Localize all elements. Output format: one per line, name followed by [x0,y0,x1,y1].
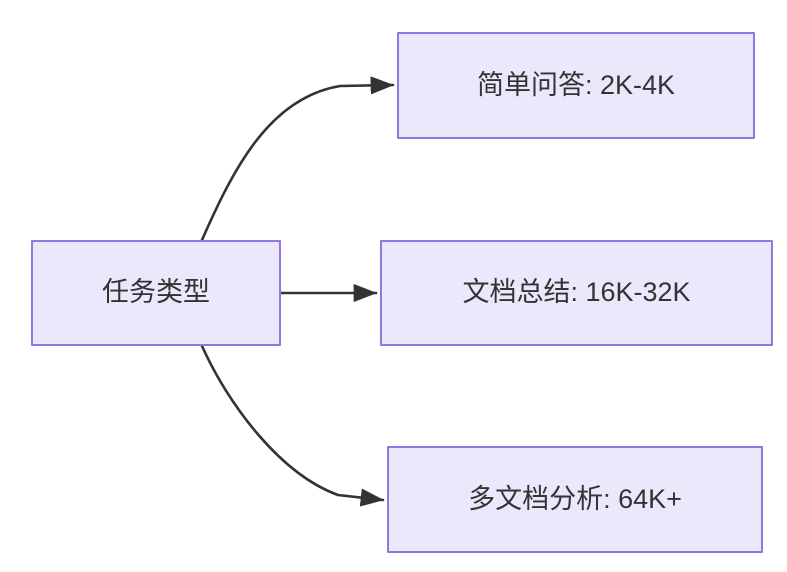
node-root-task-type[interactable]: 任务类型 [31,240,281,346]
node-multi-document-analysis-label: 多文档分析: 64K+ [468,483,682,514]
node-simple-qa[interactable]: 简单问答: 2K-4K [397,32,755,139]
node-multi-document-analysis[interactable]: 多文档分析: 64K+ [387,446,763,553]
node-simple-qa-label: 简单问答: 2K-4K [476,69,676,100]
edge-root-to-child-2 [200,344,385,507]
node-document-summary-label: 文档总结: 16K-32K [462,277,691,308]
edge-root-to-child-0 [200,76,395,242]
node-document-summary[interactable]: 文档总结: 16K-32K [380,240,773,346]
node-root-label: 任务类型 [102,277,210,308]
